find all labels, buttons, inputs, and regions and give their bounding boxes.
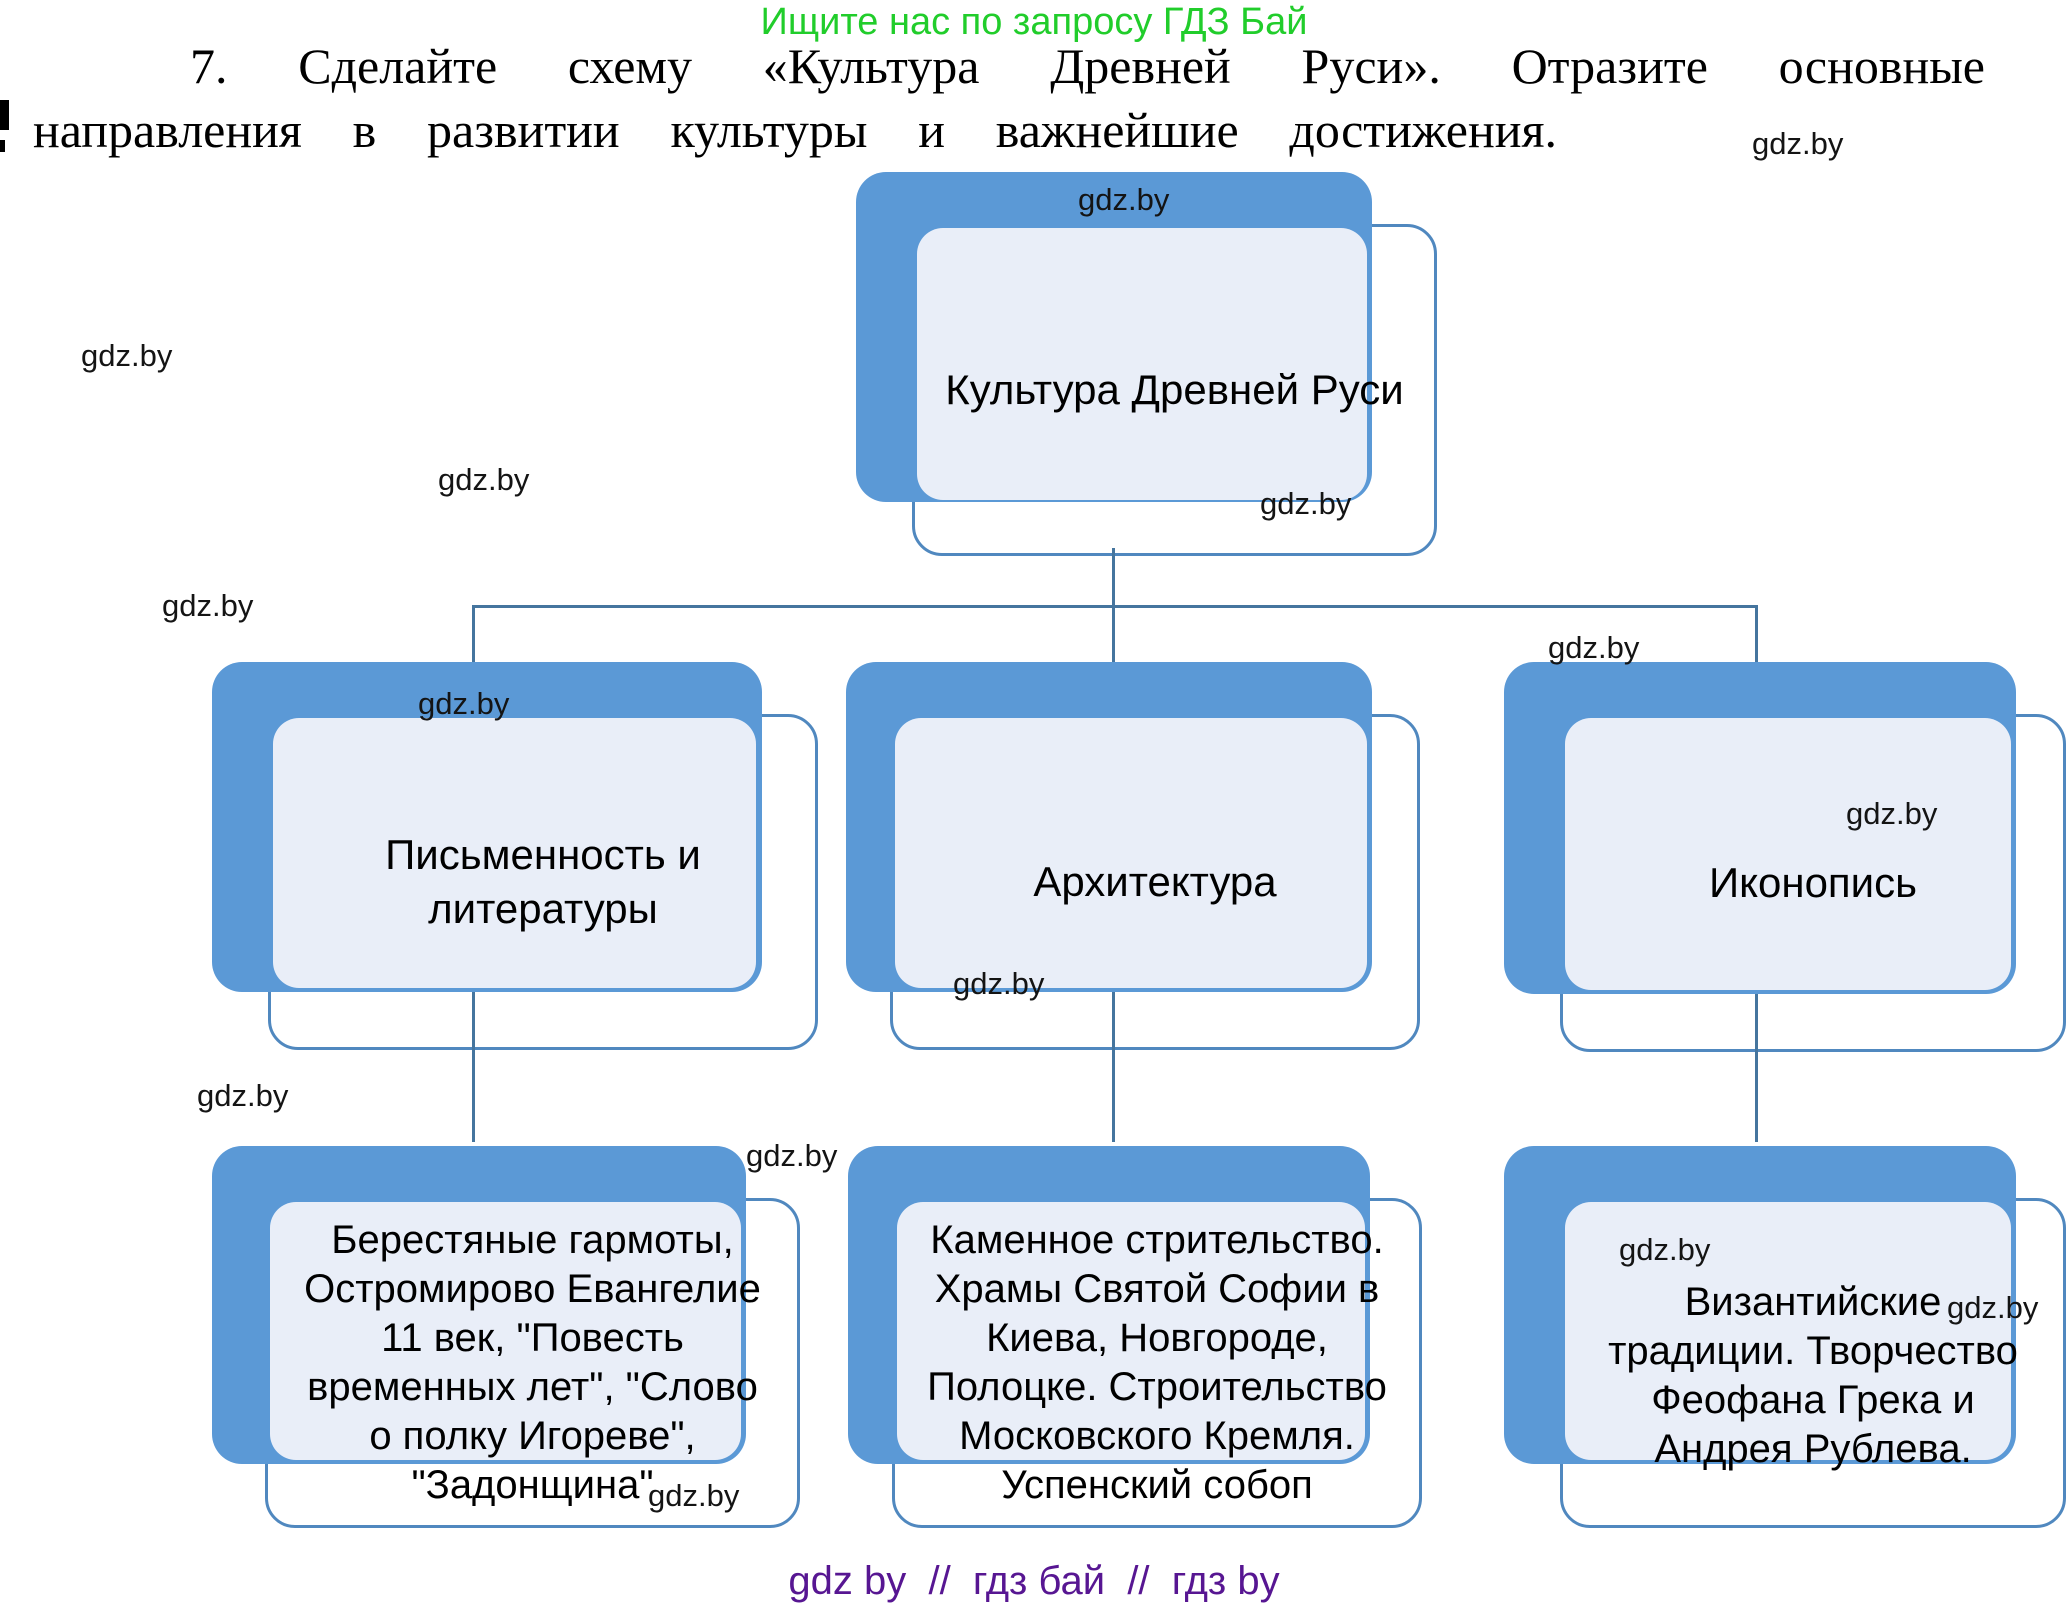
connector-root-stem [1112, 548, 1115, 608]
node-root-fill [917, 228, 1367, 500]
node-architecture-fill [895, 718, 1367, 988]
watermark-gdz: gdz.by [162, 588, 254, 623]
watermark-gdz: gdz.by [197, 1078, 289, 1113]
leaf-iconography-label: Византийские традиции. Творчество Феофан… [1608, 1280, 2018, 1471]
task-title-line-1: 7. Сделайте схему «Культура Древней Руси… [190, 38, 1985, 94]
watermark-gdz: gdz.by [1548, 630, 1640, 665]
leaf-writing-fill [270, 1202, 741, 1460]
footer-watermark: gdz by // гдз бай // гдз by [788, 1559, 1280, 1603]
node-writing-label: Письменность и литературы [385, 831, 701, 932]
leaf-architecture-fill [897, 1202, 1365, 1460]
connector-horizontal [473, 605, 1758, 608]
watermark-gdz: gdz.by [1260, 486, 1352, 521]
node-root-label: Культура Древней Руси [945, 366, 1404, 413]
watermark-gdz: gdz.by [746, 1138, 838, 1173]
watermark-gdz: gdz.by [1752, 126, 1844, 161]
watermark-gdz: gdz.by [1947, 1290, 2039, 1325]
watermark-gdz: gdz.by [1078, 182, 1170, 217]
watermark-gdz: gdz.by [81, 338, 173, 373]
node-iconography-fill [1565, 718, 2011, 990]
leaf-writing-label: Берестяные гармоты, Остромирово Евангели… [304, 1218, 761, 1507]
node-writing-fill [273, 718, 756, 988]
watermark-gdz: gdz.by [648, 1478, 740, 1513]
watermark-gdz: gdz.by [418, 686, 510, 721]
promo-banner: Ищите нас по запросу ГДЗ Бай [760, 1, 1308, 43]
watermark-gdz: gdz.by [1619, 1232, 1711, 1267]
watermark-gdz: gdz.by [1846, 796, 1938, 831]
leaf-iconography-fill [1565, 1202, 2011, 1460]
watermark-gdz: gdz.by [438, 462, 530, 497]
task-title-line-2: направления в развитии культуры и важней… [33, 102, 1557, 158]
node-architecture-label: Архитектура [1033, 858, 1277, 905]
scan-artifact [0, 140, 5, 152]
watermark-gdz: gdz.by [953, 966, 1045, 1001]
node-iconography-label: Иконопись [1708, 859, 1918, 906]
scan-artifact [0, 100, 9, 130]
leaf-architecture-label: Каменное стрительство. Храмы Святой Софи… [927, 1218, 1387, 1507]
